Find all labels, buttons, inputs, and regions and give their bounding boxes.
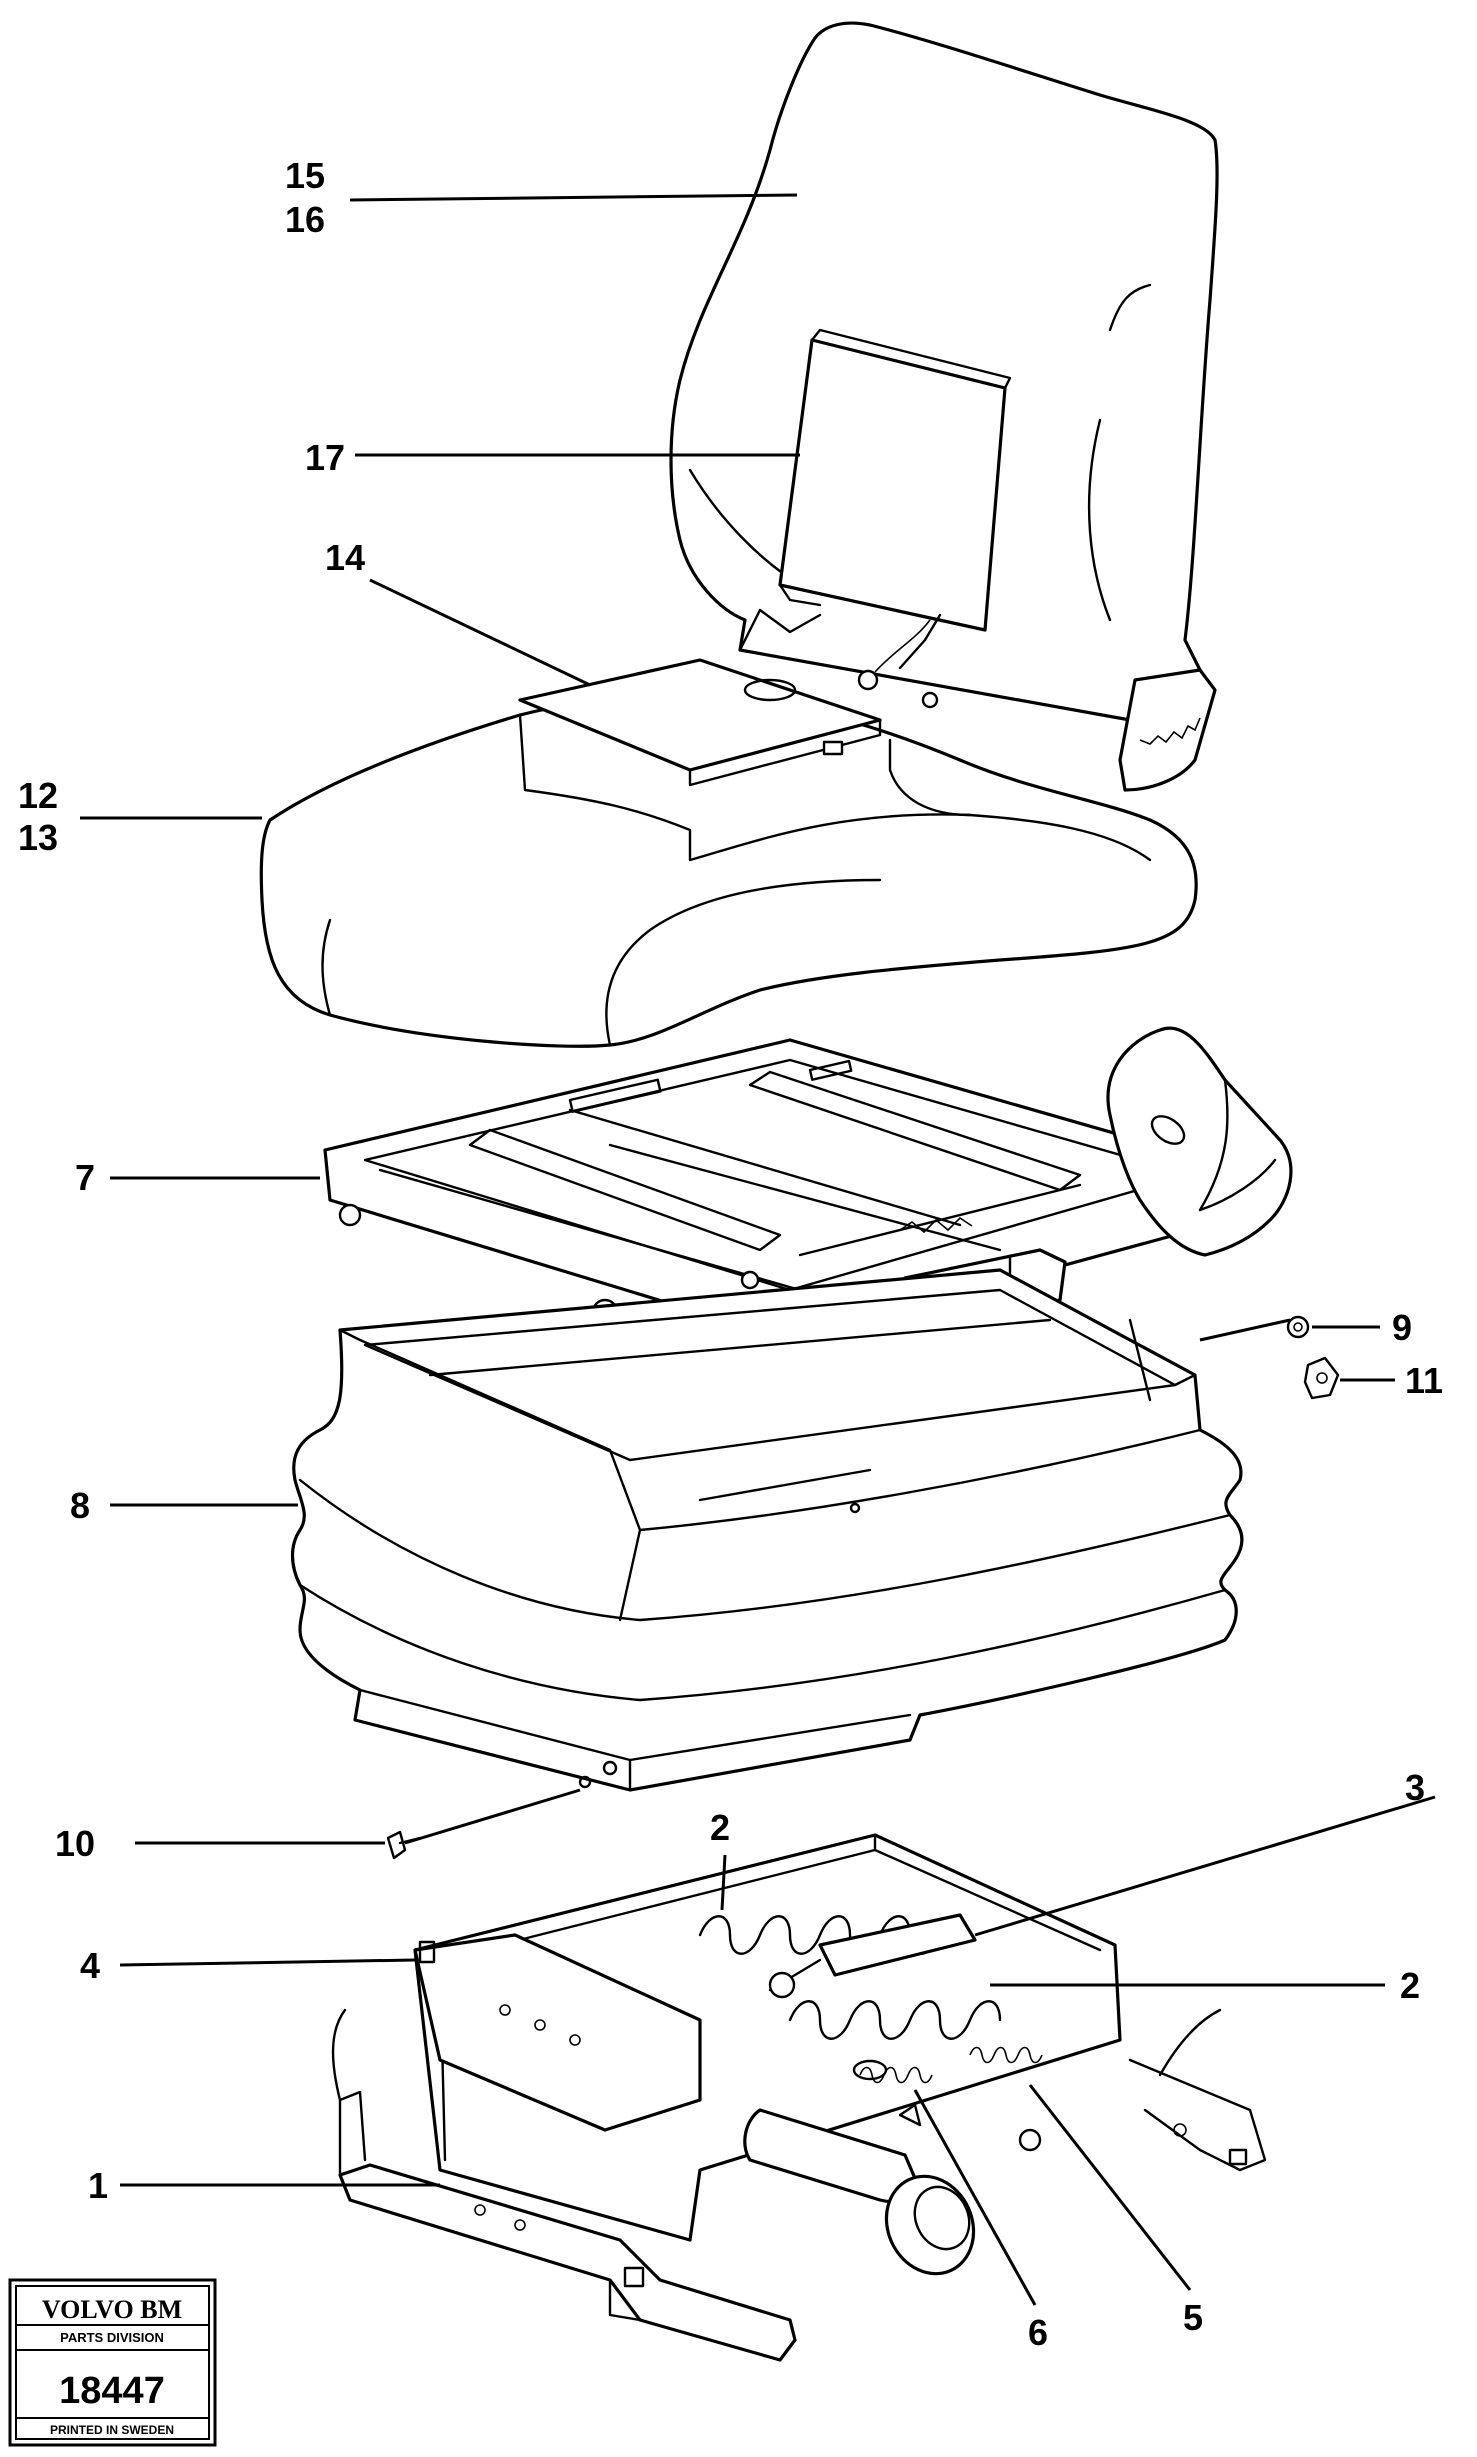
callout-3: 3: [1405, 1767, 1425, 1808]
stamp-footer: PRINTED IN SWEDEN: [50, 2423, 174, 2437]
cover-plate: [518, 658, 882, 787]
callout-15: 15: [285, 155, 325, 196]
callout-14: 14: [325, 537, 365, 578]
callout-5: 5: [1183, 2297, 1203, 2338]
callout-9: 9: [1392, 1307, 1412, 1348]
stamp-number: 18447: [59, 2370, 165, 2412]
callout-17: 17: [305, 437, 345, 478]
callout-8: 8: [70, 1485, 90, 1526]
callout-12: 12: [18, 775, 58, 816]
armrest-pad: [1106, 1026, 1293, 1257]
leader-lines: [80, 193, 1436, 2306]
pin-9: [1286, 1315, 1310, 1339]
parts-stamp: VOLVO BM PARTS DIVISION 18447 PRINTED IN…: [8, 2278, 217, 2447]
callout-11: 11: [1405, 1360, 1443, 1401]
callout-6: 6: [1028, 2312, 1048, 2353]
bellows-suspension-cover: [290, 1268, 1244, 1792]
stamp-division: PARTS DIVISION: [60, 2330, 164, 2345]
suspension-mechanism: [331, 1833, 1267, 2362]
seat-cushion: [259, 692, 1198, 1048]
pin-10: [386, 1830, 422, 1860]
callout-7: 7: [75, 1157, 95, 1198]
callout-labels: 15 16 17 14 12 13 7 9 11 8 10 3 2 2 4 1 …: [18, 155, 1443, 2353]
lumbar-pad: [778, 328, 1012, 709]
callout-10: 10: [55, 1823, 95, 1864]
clip-11: [1303, 1356, 1340, 1400]
callout-4: 4: [80, 1945, 100, 1986]
callout-16: 16: [285, 199, 325, 240]
callout-13: 13: [18, 817, 58, 858]
stamp-brand: VOLVO BM: [42, 2295, 182, 2324]
callout-2-upper: 2: [710, 1807, 730, 1848]
callout-1: 1: [88, 2165, 108, 2206]
callout-2-right: 2: [1400, 1965, 1420, 2006]
